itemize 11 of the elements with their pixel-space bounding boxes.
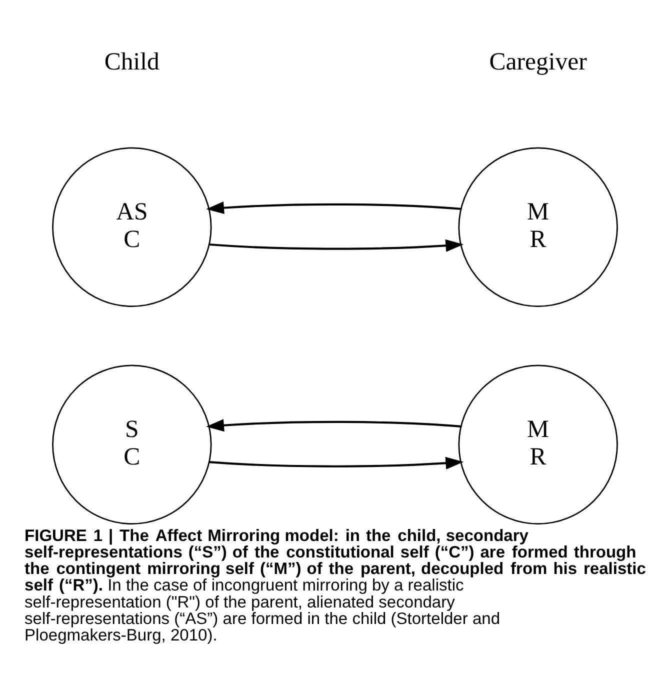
node-circle: M R xyxy=(458,146,618,306)
node-circle: M R xyxy=(458,364,618,524)
node-circle: S C xyxy=(52,364,212,524)
arrow xyxy=(206,418,461,432)
caption: FIGURE 1 | The Affect Mirroring model: in the child, secondary self-representations (“S”) of the constitutional self (“C”) are formed through the contingent mirroring self (“M”) of the parent, decoupled from his realistic self (“R”). In the case of incongruent mirroring by a realistic self-representation ("R") of the parent, alienated secondary self-representations (“AS”) are formed in the child (Stortelder and Ploegmakers-Burg, 2010). xyxy=(24,526,646,644)
label: Caregiver xyxy=(489,48,587,75)
arrow xyxy=(209,238,464,252)
node-circle: AS C xyxy=(52,146,212,306)
arrow xyxy=(209,456,464,469)
arrow xyxy=(206,201,461,214)
label: Child xyxy=(104,48,160,75)
